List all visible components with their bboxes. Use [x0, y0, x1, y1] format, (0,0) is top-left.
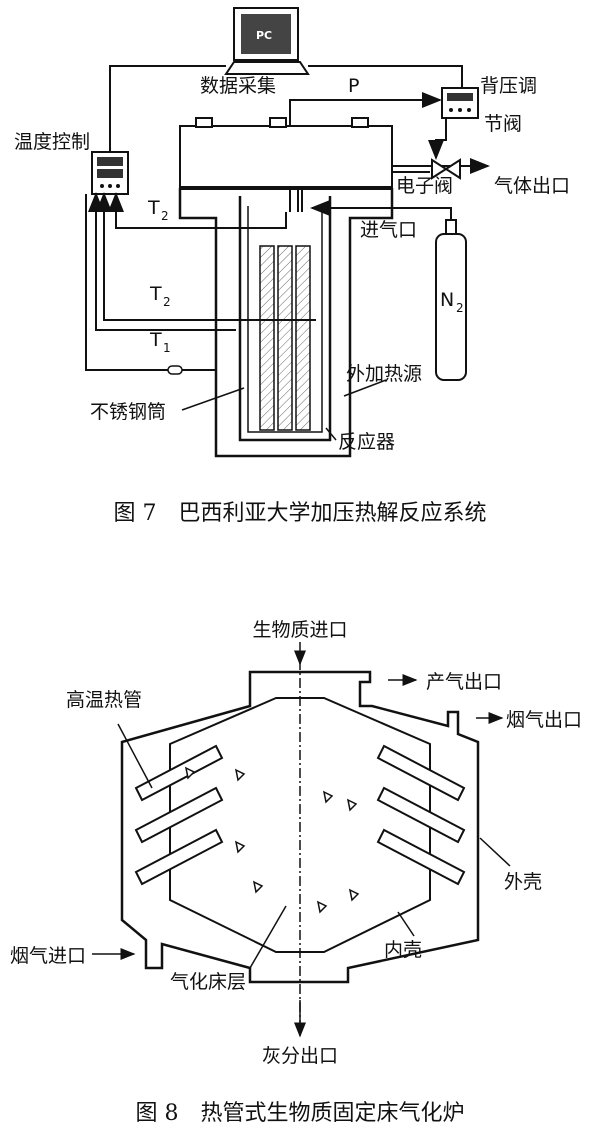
valve-control-line — [428, 118, 447, 160]
t2-upper-subscript: 2 — [161, 209, 169, 223]
heat-pipes-left — [134, 744, 224, 886]
figure-7-diagram: PC 数据采集 P 背压调 节阀 电子阀 气体出口 — [14, 7, 570, 526]
leader-outer-shell — [479, 837, 511, 867]
connector-icon — [167, 365, 183, 375]
biomass-packing — [259, 245, 311, 431]
pc-monitor-icon — [224, 7, 310, 75]
t1-subscript: 1 — [163, 341, 171, 355]
leader-inner-shell — [397, 911, 415, 937]
figure-8-diagram: 生物质进口 产气出口 烟气出口 高温热管 外壳 烟气进口 气化床层 内壳 灰分出… — [10, 619, 582, 1126]
electronic-valve-icon — [431, 158, 461, 180]
gas-outlet-label: 气体出口 — [494, 175, 570, 197]
gas-inlet-label: 进气口 — [360, 219, 417, 241]
gasification-bed-label: 气化床层 — [170, 971, 246, 993]
leader-bed — [249, 905, 287, 969]
temperature-controller — [91, 151, 129, 195]
leader-heater — [343, 379, 387, 397]
back-pressure-valve — [441, 87, 479, 119]
gas-product-outlet-label: 产气出口 — [426, 671, 502, 693]
inner-shell — [169, 697, 431, 953]
ash-outlet-label: 灰分出口 — [262, 1045, 338, 1067]
back-pressure-label-2: 节阀 — [484, 113, 522, 135]
outer-shell-label: 外壳 — [504, 871, 542, 893]
reactor-label: 反应器 — [338, 431, 395, 453]
n2-label: N — [440, 289, 454, 311]
leader-steel — [181, 387, 245, 411]
figure-8-caption: 图 8 热管式生物质固定床气化炉 — [136, 1101, 465, 1126]
reactor-head — [179, 117, 393, 190]
t1-label: T — [149, 329, 162, 351]
electronic-valve-label: 电子阀 — [396, 175, 453, 197]
biomass-particles — [184, 766, 360, 914]
back-pressure-label-1: 背压调 — [480, 75, 537, 97]
stainless-steel-tube — [238, 196, 332, 442]
t2-lower-label: T — [149, 283, 162, 305]
flue-gas-inlet-label: 烟气进口 — [10, 945, 86, 967]
biomass-inlet-label: 生物质进口 — [252, 619, 347, 641]
heat-pipe-label: 高温热管 — [66, 689, 142, 711]
gas-inlet-line — [310, 200, 452, 220]
heat-pipes-right — [376, 744, 466, 886]
flue-gas-outlet-label: 烟气出口 — [506, 709, 582, 731]
wire-pc-temp — [109, 65, 226, 152]
leader-heat-pipe — [117, 723, 153, 789]
t2-upper-line — [108, 192, 287, 229]
inner-shell-label: 内壳 — [384, 939, 422, 961]
temperature-control-label: 温度控制 — [14, 131, 90, 153]
n2-cylinder — [435, 219, 467, 381]
t2-lower-subscript: 2 — [163, 295, 171, 309]
n2-subscript: 2 — [456, 301, 464, 315]
external-heater-body — [178, 188, 394, 458]
pressure-label: P — [348, 75, 359, 97]
t1-line — [88, 192, 236, 331]
t2-upper-label: T — [147, 197, 160, 219]
t2-lower-line — [96, 192, 316, 321]
figure-7-caption: 图 7 巴西利亚大学加压热解反应系统 — [114, 501, 487, 526]
external-heater-label: 外加热源 — [346, 363, 422, 385]
wire-pc-valve — [308, 65, 463, 88]
leader-reactor — [325, 427, 337, 441]
data-acquisition-label: 数据采集 — [200, 75, 276, 97]
pc-label: PC — [256, 29, 272, 42]
stainless-tube-label: 不锈钢筒 — [90, 401, 166, 423]
